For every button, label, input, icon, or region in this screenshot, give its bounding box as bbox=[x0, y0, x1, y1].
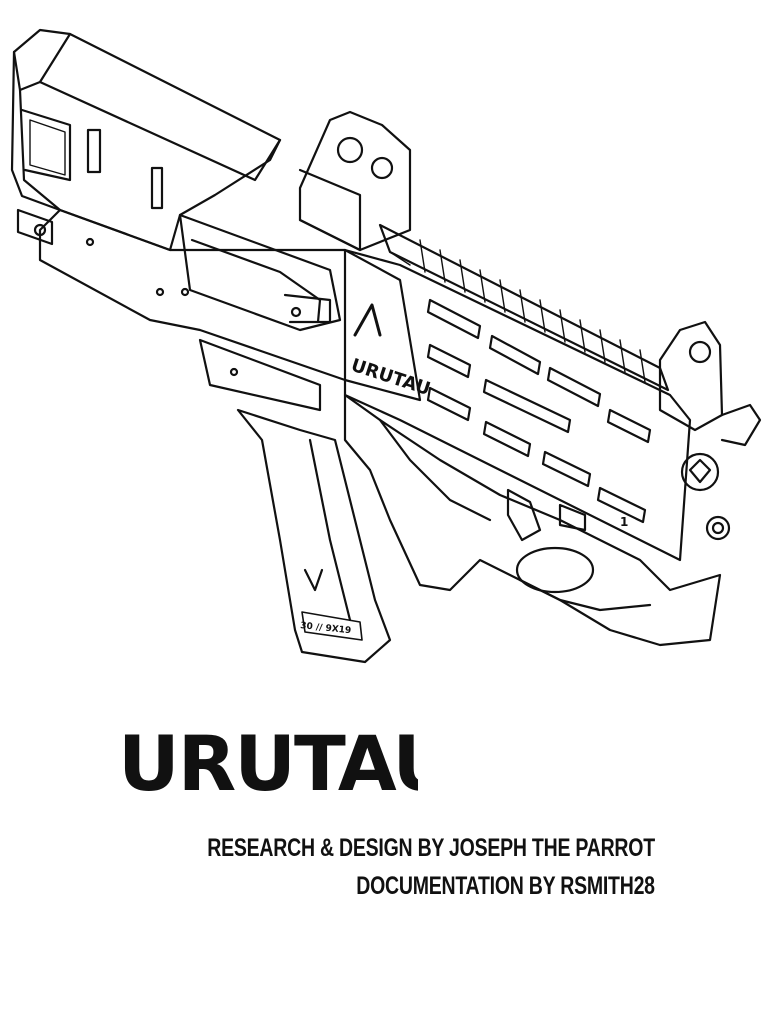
trigger bbox=[506, 488, 587, 542]
magazine bbox=[236, 408, 392, 664]
urutau-logo-text: URUTAU bbox=[118, 728, 418, 792]
top-rail bbox=[378, 223, 670, 392]
stock bbox=[10, 28, 282, 252]
rail-marking-text: 1 bbox=[620, 515, 628, 529]
documentation-credit: DOCUMENTATION BY RSMITH28 bbox=[356, 872, 655, 900]
foregrip bbox=[343, 393, 722, 647]
front-sight bbox=[658, 320, 762, 447]
urutau-logo: URUTAU bbox=[118, 728, 418, 792]
receiver bbox=[38, 208, 422, 412]
stock-latch bbox=[16, 208, 54, 246]
magazine-marking-text: 30 // 9X19 bbox=[300, 621, 352, 636]
handguard bbox=[343, 248, 692, 562]
rear-sight bbox=[298, 110, 412, 252]
muzzle bbox=[680, 452, 731, 541]
blaster-line-drawing: URUTAU 30 // 9X19 1 bbox=[10, 28, 762, 664]
receiver-engraving: URUTAU bbox=[348, 303, 433, 400]
research-design-credit: RESEARCH & DESIGN BY JOSEPH THE PARROT bbox=[207, 834, 655, 862]
